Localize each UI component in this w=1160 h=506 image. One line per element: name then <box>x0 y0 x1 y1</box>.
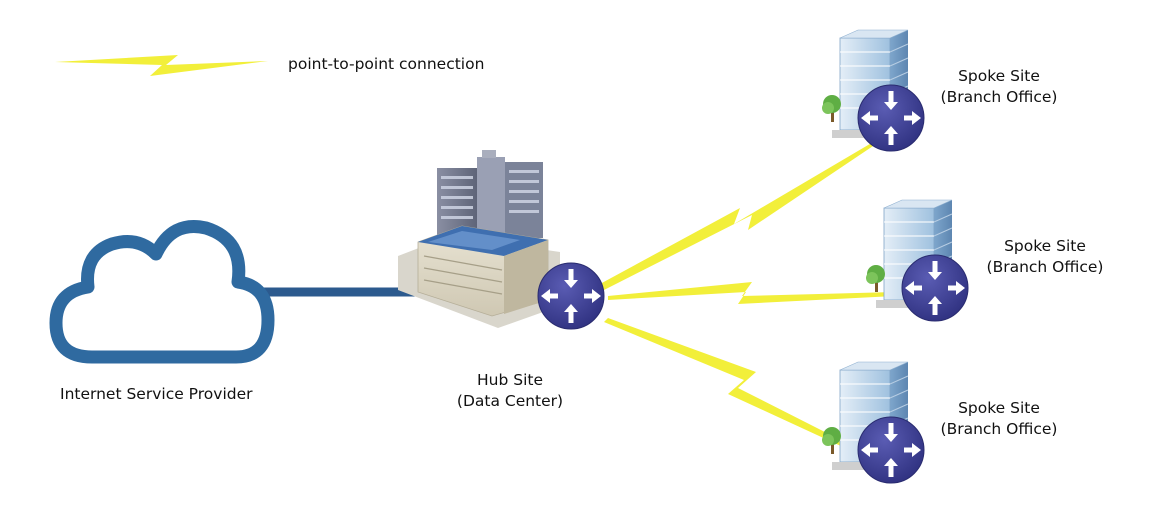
spoke-label-line1: Spoke Site <box>958 399 1040 417</box>
legend-lightning-icon <box>55 55 268 76</box>
spoke-label: Spoke Site (Branch Office) <box>971 236 1119 278</box>
datacenter-building-icon <box>398 150 560 328</box>
lightning-link-icon <box>600 138 882 290</box>
hub-label-line2: (Data Center) <box>456 392 564 410</box>
spoke-label-line1: Spoke Site <box>1004 237 1086 255</box>
spoke-label: Spoke Site (Branch Office) <box>925 66 1073 108</box>
hub-label-line1: Hub Site <box>476 371 543 389</box>
spoke-label-line2: (Branch Office) <box>940 420 1058 438</box>
hub-label: Hub Site (Data Center) <box>445 370 575 412</box>
spoke-label-line1: Spoke Site <box>958 67 1040 85</box>
isp-label: Internet Service Provider <box>60 385 253 403</box>
spoke-router-icon <box>857 416 925 484</box>
spoke-router-icon <box>857 84 925 152</box>
spoke-router-icon <box>901 254 969 322</box>
lightning-link-icon <box>604 318 884 465</box>
legend-label: point-to-point connection <box>288 55 485 73</box>
spoke-label-line2: (Branch Office) <box>940 88 1058 106</box>
lightning-link-icon <box>608 282 896 304</box>
hub-router-icon <box>537 262 605 330</box>
spoke-label-line2: (Branch Office) <box>986 258 1104 276</box>
cloud-icon <box>49 220 275 364</box>
spoke-label: Spoke Site (Branch Office) <box>925 398 1073 440</box>
